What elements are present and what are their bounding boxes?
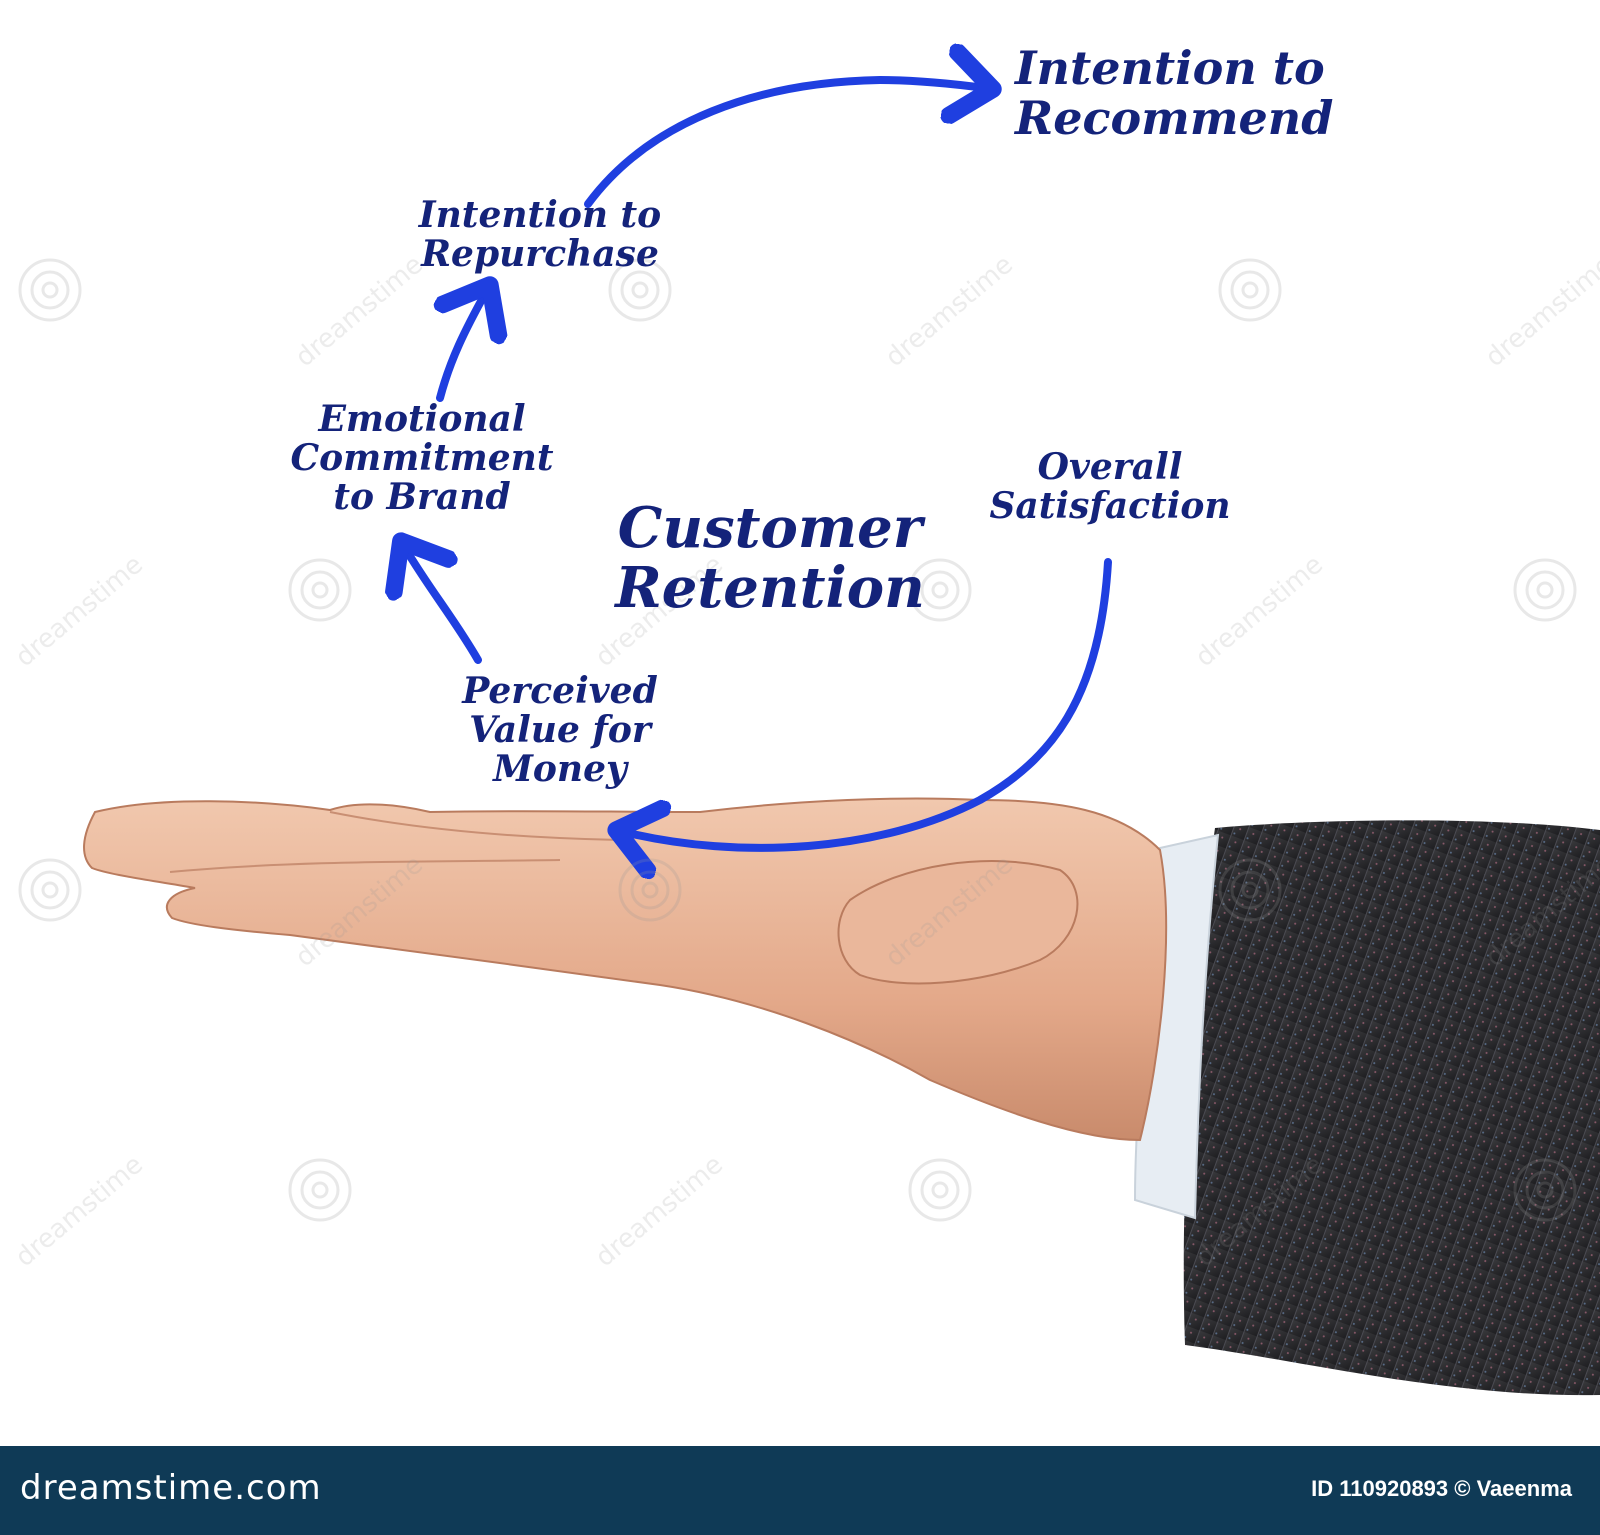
stage-emotional-commitment: Emotional Commitment to Brand <box>262 400 582 517</box>
finger-crease <box>169 859 561 873</box>
center-title: Customer Retention <box>590 498 950 619</box>
stage-line: Overall <box>1037 446 1183 488</box>
stage-perceived-value: Perceived Value for Money <box>420 672 700 789</box>
stage-line: to Brand <box>333 475 511 518</box>
stage-line: Intention to <box>1015 41 1325 95</box>
stage-line: Money <box>493 747 627 790</box>
stage-line: Intention to <box>418 194 662 236</box>
watermark-spiral-icons <box>18 258 1577 1222</box>
footer-brand-logo: dreamstime.com <box>20 1468 322 1508</box>
stage-line: Commitment <box>290 436 554 479</box>
suit-sleeve <box>1183 820 1600 1396</box>
arrow-repurchase-to-recommend <box>584 80 985 208</box>
stage-line: Emotional <box>318 398 526 440</box>
stage-line: Perceived <box>462 670 658 712</box>
stage-overall-satisfaction: Overall Satisfaction <box>960 448 1260 526</box>
finger-crease <box>329 811 621 841</box>
stage-line: Recommend <box>1015 90 1334 145</box>
arrow-satisfaction-to-value <box>624 558 1112 848</box>
stage-intention-to-repurchase: Intention to Repurchase <box>390 196 690 274</box>
thumb <box>837 860 1079 985</box>
stage-line: Satisfaction <box>989 484 1231 527</box>
photo-illustration <box>18 0 1600 1396</box>
footer-image-id: ID 110920893 © Vaeenma <box>1311 1476 1572 1501</box>
arrow-emotional-to-repurchase <box>440 292 486 402</box>
footer-bar: dreamstime.com ID 110920893 © Vaeenma <box>0 1446 1600 1535</box>
stage-intention-to-recommend: Intention to Recommend <box>1015 41 1334 145</box>
photo-scene: dreamstime dreamstime dreamstime dreamst… <box>10 0 1600 1396</box>
stage-line: Value for <box>469 708 651 751</box>
arrow-value-to-emotional <box>405 548 482 664</box>
title-line: Retention <box>615 555 925 622</box>
stage-line: Repurchase <box>421 232 659 275</box>
title-line: Customer <box>617 495 923 561</box>
